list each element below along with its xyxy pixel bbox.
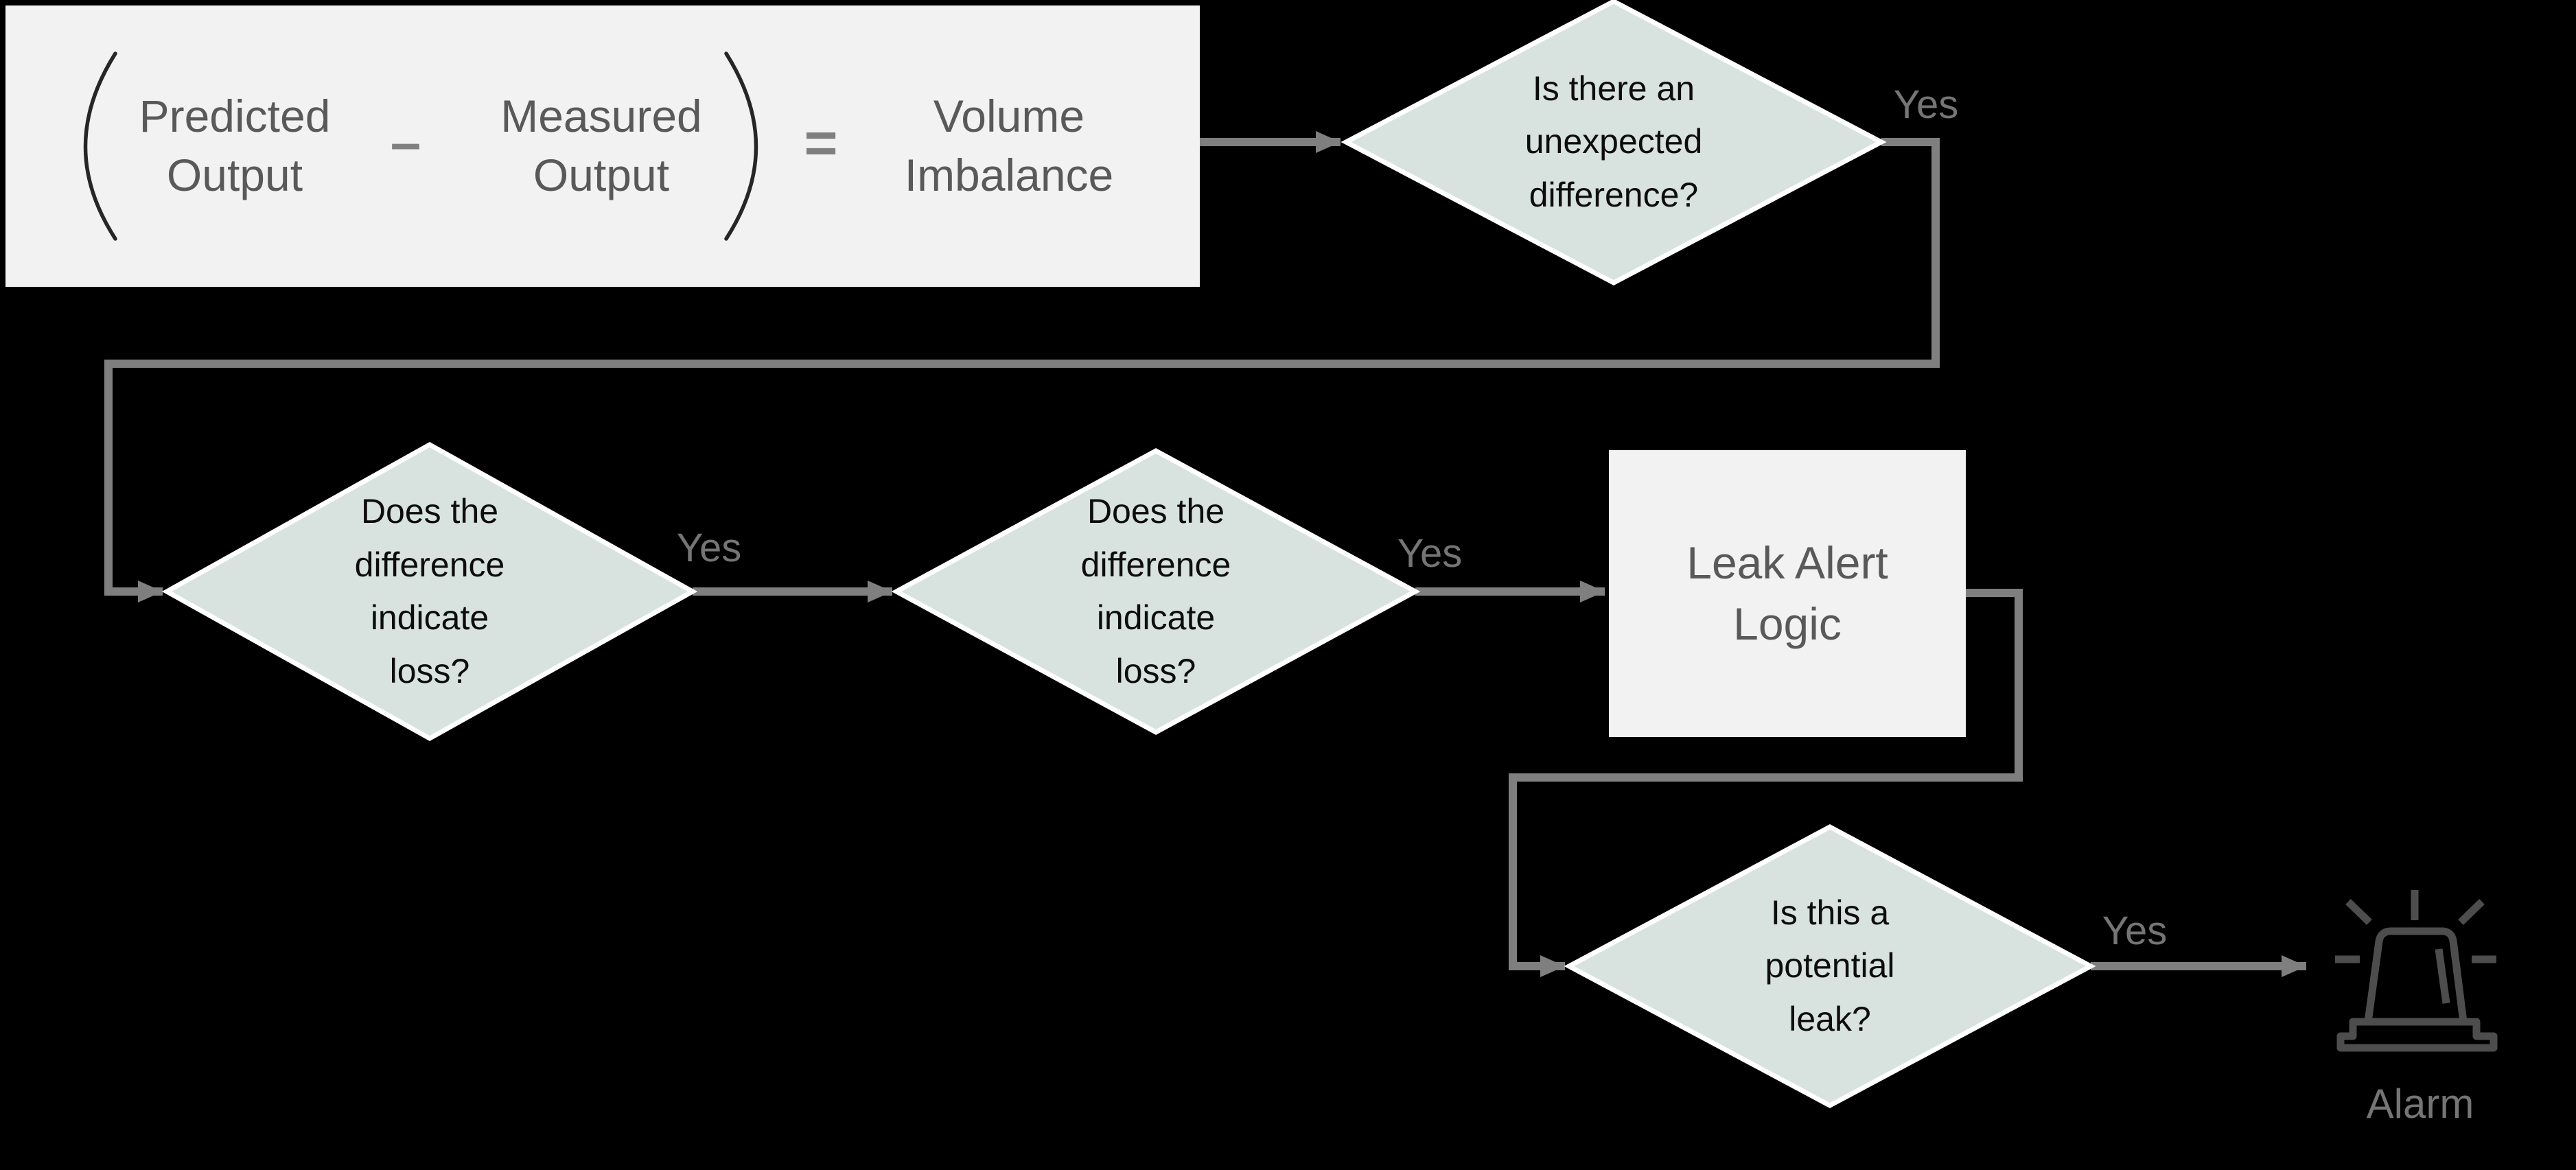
siren-base <box>2336 1018 2498 1052</box>
formula-box-shape <box>5 5 1200 287</box>
edge-process-to-decision4 <box>1509 589 2023 977</box>
siren-highlight <box>2435 948 2450 1004</box>
siren-dome <box>2364 927 2468 1022</box>
close-paren-icon <box>724 51 758 241</box>
decision2-indicate-loss-shape <box>161 441 698 742</box>
edge-decision1-yes-to-decision2 <box>104 138 1940 602</box>
decision1-unexpected-difference-shape <box>1341 0 1887 285</box>
decision4-potential-leak-shape <box>1564 824 2096 1108</box>
siren-ray-upper-right <box>2458 899 2485 925</box>
decision3-indicate-loss-shape <box>891 448 1421 735</box>
leak-alert-logic-box-shape <box>1609 450 1966 737</box>
siren-icon <box>2335 890 2498 1052</box>
siren-ray-upper-left <box>2345 899 2372 925</box>
open-paren-icon <box>83 51 117 241</box>
